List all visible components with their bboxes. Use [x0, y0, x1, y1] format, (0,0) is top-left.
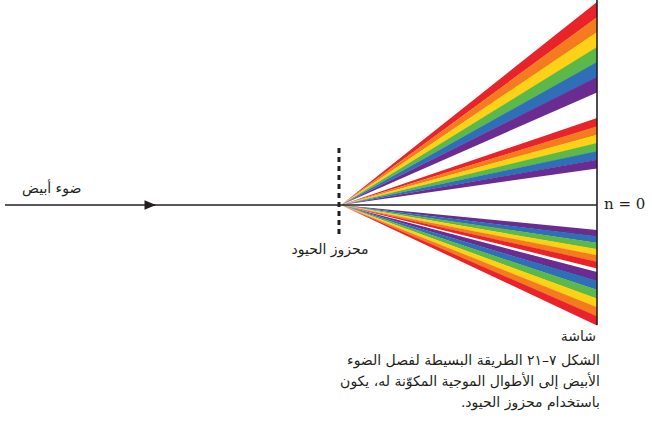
zero-order-ray	[150, 204, 597, 205]
spectrum-band	[341, 62, 597, 205]
spectrum-band	[341, 126, 597, 205]
spectrum-band	[341, 151, 597, 205]
spectrum-fans	[341, 2, 597, 325]
diffraction-grating	[338, 148, 341, 236]
figure-caption: الشكل ٧–٢١ الطريقة البسيطة لفصل الضوء ال…	[310, 350, 600, 413]
spectrum-band	[341, 17, 597, 205]
screen	[596, 0, 598, 325]
spectrum-band	[341, 143, 597, 205]
spectrum-band	[341, 118, 597, 205]
light-label: ضوء أبيض	[22, 180, 81, 197]
spectrum-band	[341, 32, 597, 205]
spectrum-band	[341, 47, 597, 205]
screen-label: شاشة	[561, 328, 596, 345]
spectrum-band	[341, 135, 597, 205]
spectrum-band	[341, 160, 597, 205]
incident-ray	[5, 204, 155, 205]
spectrum-band	[341, 77, 597, 205]
spectrum-band	[341, 205, 597, 325]
grating-label: محزوز الحيود	[291, 241, 368, 258]
order-label: n = 0	[604, 195, 645, 213]
spectrum-band	[341, 2, 597, 205]
